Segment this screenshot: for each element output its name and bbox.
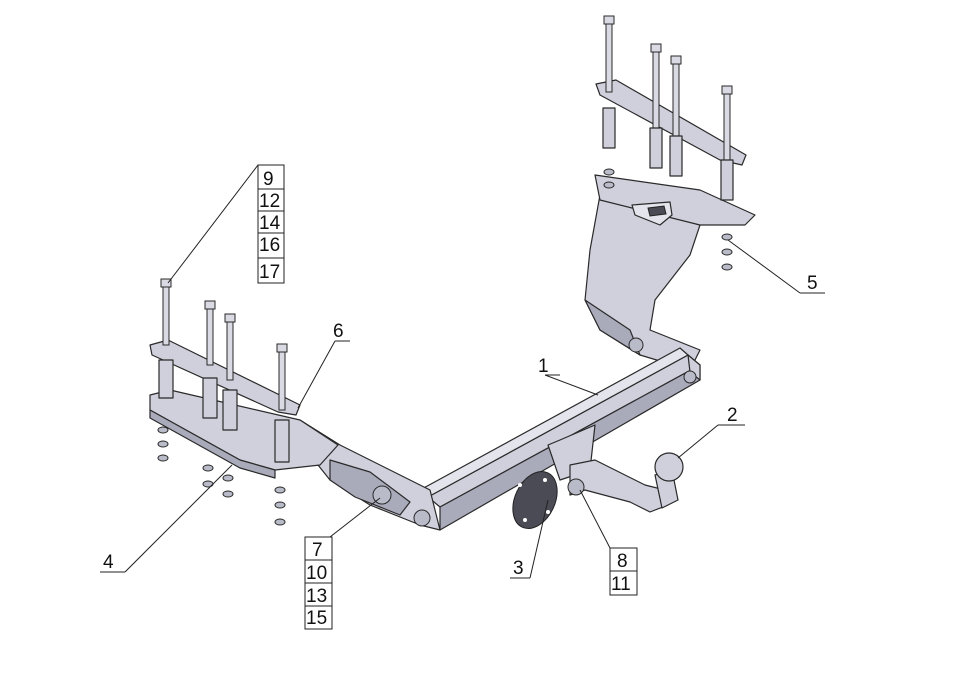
callout-6: 6 bbox=[333, 321, 344, 342]
left-bracket-bolts bbox=[158, 278, 290, 463]
right-bracket-nuts bbox=[603, 168, 733, 271]
left-bracket-nuts bbox=[157, 426, 286, 526]
callout-8-11: 8 11 bbox=[609, 547, 638, 596]
tow-ball bbox=[567, 452, 684, 513]
callout-label: 12 bbox=[259, 191, 280, 212]
callout-9-17: 9 12 14 16 17 bbox=[257, 164, 285, 284]
callout-label: 11 bbox=[611, 574, 631, 595]
callout-label: 13 bbox=[306, 586, 327, 607]
left-mounting-bracket bbox=[149, 278, 339, 526]
callout-5: 5 bbox=[807, 273, 818, 294]
callout-label: 14 bbox=[259, 213, 281, 234]
callout-label: 9 bbox=[263, 169, 274, 190]
right-bracket-bolts bbox=[602, 15, 734, 201]
callout-1: 1 bbox=[538, 356, 549, 377]
callout-2: 2 bbox=[727, 405, 738, 426]
callout-4: 4 bbox=[103, 552, 114, 573]
callout-label: 10 bbox=[306, 563, 327, 584]
leader-lines bbox=[100, 164, 825, 579]
callout-label: 7 bbox=[312, 540, 323, 561]
right-mounting-bracket bbox=[584, 15, 756, 371]
callout-label: 17 bbox=[259, 262, 280, 283]
callout-label: 8 bbox=[617, 551, 628, 572]
callout-label: 15 bbox=[306, 608, 327, 629]
callout-7-15: 7 10 13 15 bbox=[304, 536, 333, 630]
callout-label: 16 bbox=[259, 235, 280, 256]
callout-3: 3 bbox=[513, 558, 524, 579]
